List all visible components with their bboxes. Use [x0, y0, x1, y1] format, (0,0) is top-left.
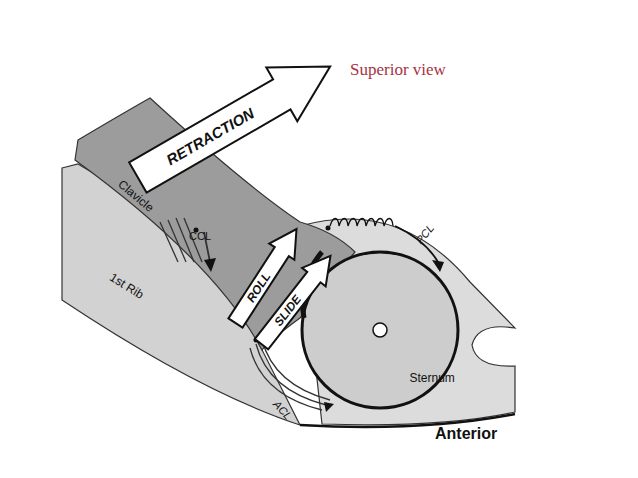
arrow-shape: [122, 40, 345, 205]
bone-name: Sternum: [410, 371, 455, 385]
pcl-dot: [326, 226, 331, 231]
pcl-arrow-head: [432, 260, 444, 272]
pcl-spring: [330, 219, 393, 227]
acl-ligament: [250, 340, 330, 410]
ccl-arrow-head: [204, 258, 216, 272]
ligament-name: CCL: [189, 230, 211, 242]
arrow-shape: [250, 247, 343, 354]
view-title: Superior view: [350, 60, 446, 80]
axis-dot: [373, 323, 387, 337]
acl-arrow-head: [324, 402, 334, 412]
direction-label: Anterior: [435, 425, 497, 443]
